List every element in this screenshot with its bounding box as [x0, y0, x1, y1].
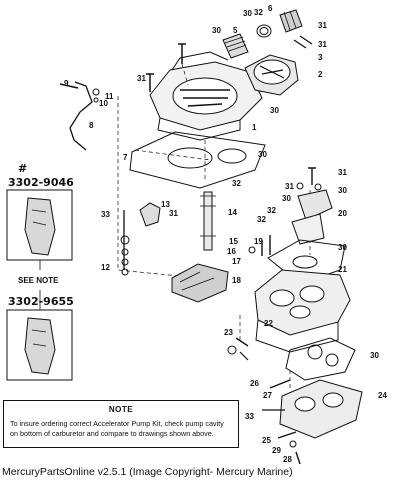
- callout-30: 30: [212, 26, 221, 35]
- callout-26: 26: [250, 379, 259, 388]
- throttle-body-part: [262, 379, 363, 439]
- note-text: To insure ordering correct Accelerator P…: [10, 419, 224, 438]
- note-title: NOTE: [108, 405, 134, 414]
- callout-6: 6: [268, 4, 273, 13]
- callout-22: 22: [264, 319, 273, 328]
- callout-33-b: 33: [245, 412, 254, 421]
- callout-16: 16: [227, 247, 236, 256]
- callout-23: 23: [224, 328, 233, 337]
- callout-32-b: 32: [232, 179, 241, 188]
- callout-30-b: 30: [243, 9, 252, 18]
- carburetor-body-part: [254, 269, 351, 353]
- copyright-footer: MercuryPartsOnline v2.5.1 (Image Copyrig…: [2, 466, 293, 478]
- callout-31: 31: [318, 21, 327, 30]
- callout-12: 12: [101, 263, 110, 272]
- part-number-bottom: 3302-9655: [8, 295, 74, 308]
- callout-30-d: 30: [258, 150, 267, 159]
- callout-20: 20: [338, 209, 347, 218]
- callout-13: 13: [161, 200, 170, 209]
- linkage-parts: [59, 81, 100, 151]
- callout-27: 27: [263, 391, 272, 400]
- callout-7: 7: [123, 153, 128, 162]
- air-horn-part: [149, 51, 263, 141]
- callout-17: 17: [232, 257, 241, 266]
- callout-32-c: 32: [267, 206, 276, 215]
- callout-10: 10: [99, 99, 108, 108]
- part-number-top: 3302-9046: [8, 176, 74, 189]
- callout-24: 24: [378, 391, 387, 400]
- needle-seat-parts: [248, 235, 271, 256]
- callout-30-c: 30: [270, 106, 279, 115]
- see-note-label: SEE NOTE: [18, 276, 59, 285]
- base-gasket: [227, 337, 356, 381]
- callout-32: 32: [254, 8, 263, 17]
- fuel-inlet-parts: [222, 9, 303, 59]
- callout-labels: 1 2 3 5 6 7 8 9 10 11 12 13 14 15 16 17 …: [64, 4, 387, 464]
- callout-31-f: 31: [169, 209, 178, 218]
- choke-lever-parts: [291, 167, 333, 245]
- handwritten-annotations: # 3302-9046 SEE NOTE 3302-9655: [8, 162, 74, 308]
- callout-9: 9: [64, 79, 69, 88]
- callout-28: 28: [283, 455, 292, 464]
- callout-30-g: 30: [338, 243, 347, 252]
- pump-cavity-drawing-b: [6, 309, 73, 381]
- air-horn-gasket: [129, 131, 266, 189]
- callout-18: 18: [232, 276, 241, 285]
- callout-25: 25: [262, 436, 271, 445]
- callout-21: 21: [338, 265, 347, 274]
- idle-screw-parts: [269, 379, 301, 465]
- callout-30-f: 30: [282, 194, 291, 203]
- callout-30-h: 30: [370, 351, 379, 360]
- hash-mark: #: [18, 162, 27, 175]
- callout-2: 2: [318, 70, 323, 79]
- choke-cap-part: [244, 54, 299, 96]
- callout-19: 19: [254, 237, 263, 246]
- callout-14: 14: [228, 208, 237, 217]
- callout-31-b: 31: [137, 74, 146, 83]
- screws-upper: [146, 35, 313, 92]
- callout-30-e: 30: [338, 186, 347, 195]
- callout-32-d: 32: [257, 215, 266, 224]
- callout-31-c: 31: [318, 40, 327, 49]
- accelerator-pump-parts: [120, 191, 216, 276]
- callout-33: 33: [101, 210, 110, 219]
- callout-31-d: 31: [338, 168, 347, 177]
- callout-1: 1: [252, 123, 257, 132]
- callout-11: 11: [105, 92, 114, 101]
- note-box: NOTE To insure ordering correct Accelera…: [3, 400, 239, 448]
- callout-15: 15: [229, 237, 238, 246]
- callout-31-e: 31: [285, 182, 294, 191]
- callout-3: 3: [318, 53, 323, 62]
- pump-cavity-drawing-a: [6, 189, 73, 261]
- float-part: [171, 263, 229, 303]
- callout-8: 8: [89, 121, 94, 130]
- callout-5: 5: [233, 26, 238, 35]
- callout-29: 29: [272, 446, 281, 455]
